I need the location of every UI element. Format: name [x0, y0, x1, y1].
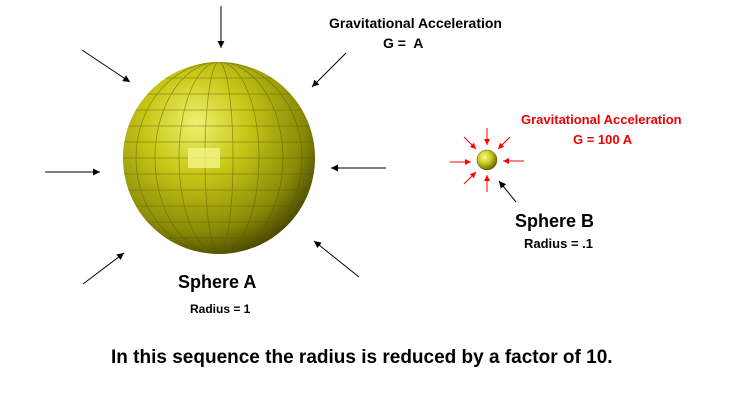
- sphere-a-arrows: [45, 6, 386, 285]
- arrow-b-bottom-left: [463, 171, 477, 185]
- sphere-b-arrows: [450, 128, 524, 192]
- arrow-a-bottom-left: [82, 252, 125, 285]
- sphere-a-highlight: [188, 148, 220, 168]
- sphere-a-name: Sphere A: [178, 272, 257, 292]
- sphere-b: [476, 149, 498, 171]
- sphere-b-name: Sphere B: [515, 211, 595, 231]
- sphere-a-gravity-value: G = A: [383, 35, 424, 51]
- sphere-a-gravity-title: Gravitational Acceleration: [329, 15, 502, 31]
- caption: In this sequence the radius is reduced b…: [111, 347, 613, 368]
- sphere-b-gravity-value: G = 100 A: [573, 132, 633, 147]
- arrow-a-bottom-right: [313, 240, 360, 278]
- arrow-b-top-left: [463, 136, 477, 150]
- sphere-a-radius: Radius = 1: [190, 302, 251, 316]
- pointer-arrow-b: [498, 180, 517, 203]
- arrow-b-top-right: [497, 136, 511, 150]
- arrow-a-top-left: [81, 49, 131, 83]
- arrow-a-top-right: [311, 52, 347, 88]
- sphere-a: [123, 62, 315, 254]
- sphere-b-gravity-title: Gravitational Acceleration: [521, 112, 682, 127]
- sphere-b-radius: Radius = .1: [524, 236, 593, 251]
